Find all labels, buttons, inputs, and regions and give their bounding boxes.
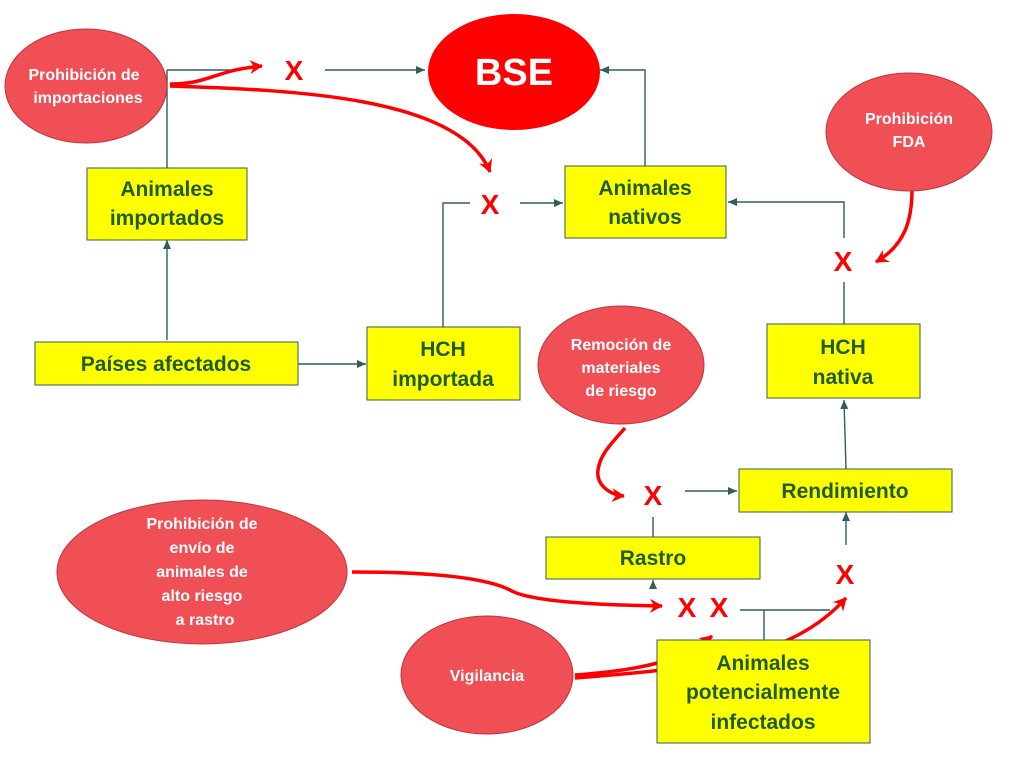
bse-node: BSE xyxy=(428,14,600,130)
prohibicion-importaciones-line2: importaciones xyxy=(33,90,142,107)
connector-fda-x-to-nativos xyxy=(728,198,845,238)
shipping-ban-arrow xyxy=(351,570,663,613)
block-mark-shipping-1: X xyxy=(678,592,697,623)
flow-connectors xyxy=(163,66,850,640)
box-animales-potencialmente: Animales potencialmente infectados xyxy=(656,639,871,744)
block-mark-hch-importada: X xyxy=(481,189,500,220)
remocion-line2: materiales xyxy=(581,360,660,377)
removal-arrow xyxy=(596,426,627,503)
prohibicion-envio-line1: Prohibición de xyxy=(146,516,257,533)
rastro-label: Rastro xyxy=(620,547,687,570)
animales-nativos-line2: nativos xyxy=(608,206,682,229)
connector-nativos-to-bse xyxy=(600,66,646,166)
prohibicion-importaciones-line1: Prohibición de xyxy=(28,67,139,84)
hch-importada-line2: importada xyxy=(392,368,494,391)
block-mark-hch-nativa: X xyxy=(834,246,853,277)
oval-prohibicion-importaciones: Prohibición de importaciones xyxy=(4,28,168,144)
oval-prohibicion-envio: Prohibición de envío de animales de alto… xyxy=(56,499,348,645)
rendimiento-label: Rendimiento xyxy=(781,480,908,503)
block-marks: X X X X X X X xyxy=(285,55,855,623)
animales-importados-line2: importados xyxy=(110,207,224,230)
oval-prohibicion-fda: Prohibición FDA xyxy=(825,72,993,192)
box-rastro: Rastro xyxy=(545,536,761,580)
box-animales-nativos: Animales nativos xyxy=(564,165,727,239)
oval-remocion-materiales: Remoción de materiales de riesgo xyxy=(537,305,705,425)
paises-afectados-label: Países afectados xyxy=(81,353,251,376)
hch-nativa-line2: nativa xyxy=(813,366,874,389)
prohibicion-fda-line2: FDA xyxy=(893,134,926,151)
import-ban-arrow-down xyxy=(169,84,493,173)
prohibicion-envio-line5: a rastro xyxy=(176,612,235,629)
hch-nativa-line1: HCH xyxy=(820,336,866,359)
animales-importados-line1: Animales xyxy=(120,178,213,201)
prohibicion-envio-line2: envío de xyxy=(170,540,235,557)
box-hch-importada: HCH importada xyxy=(366,326,521,401)
remocion-line1: Remoción de xyxy=(571,337,672,354)
connector-hch-importada-to-x xyxy=(442,202,470,327)
box-paises-afectados: Países afectados xyxy=(34,341,299,386)
oval-vigilancia: Vigilancia xyxy=(400,615,574,735)
bse-label: BSE xyxy=(475,52,553,94)
block-mark-potencial-rendimiento: X xyxy=(836,559,855,590)
block-mark-import-to-bse: X xyxy=(285,55,304,86)
box-hch-nativa: HCH nativa xyxy=(766,323,921,399)
prohibicion-envio-line3: animales de xyxy=(156,564,248,581)
remocion-line3: de riesgo xyxy=(585,383,656,400)
fda-ban-arrow xyxy=(875,189,914,264)
prohibicion-envio-line4: alto riesgo xyxy=(162,588,243,605)
animales-potencialmente-line2: potencialmente xyxy=(686,681,840,704)
import-ban-arrow-top xyxy=(169,60,263,86)
prohibicion-fda-line1: Prohibición xyxy=(865,111,953,128)
box-animales-importados: Animales importados xyxy=(86,167,248,241)
box-rendimiento: Rendimiento xyxy=(738,468,953,513)
animales-nativos-line1: Animales xyxy=(598,177,691,200)
block-mark-shipping-2: X xyxy=(710,592,729,623)
hch-importada-line1: HCH xyxy=(420,338,466,361)
animales-potencialmente-line1: Animales xyxy=(716,652,809,675)
animales-potencialmente-line3: infectados xyxy=(710,711,815,734)
connector-rendimiento-to-hch-nativa xyxy=(840,399,849,470)
vigilancia-label: Vigilancia xyxy=(450,668,525,685)
block-mark-rastro-rendimiento: X xyxy=(644,480,663,511)
